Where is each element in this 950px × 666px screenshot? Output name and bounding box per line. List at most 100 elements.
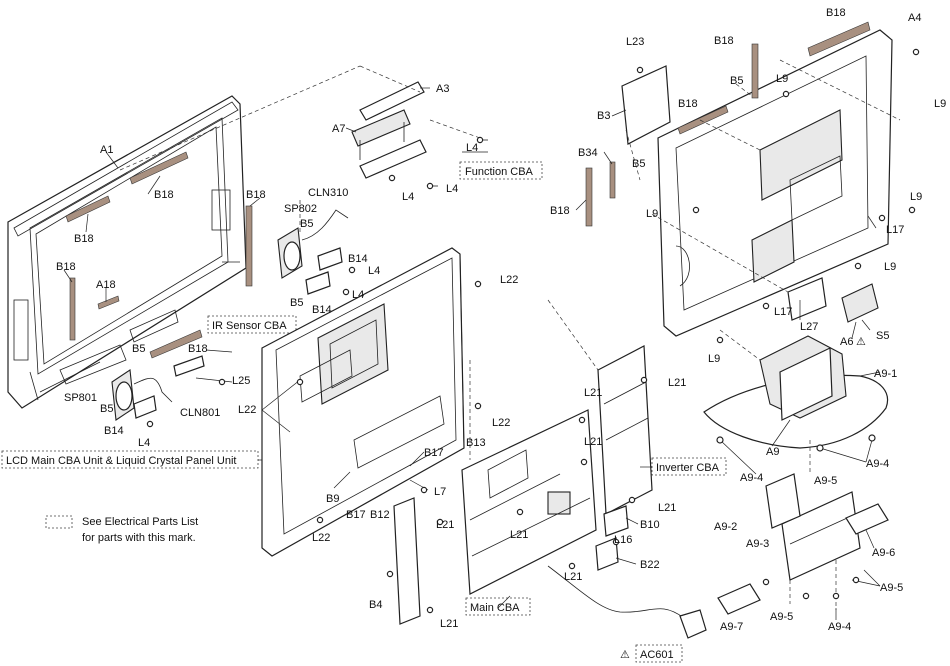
label-ac601: AC601 [640,649,674,661]
bracket-b3 [621,65,671,145]
label-l21: L21 [658,502,676,514]
label-b18: B18 [678,98,698,110]
label-b5: B5 [632,158,645,170]
screw-l21 [436,518,444,526]
cable-cln801 [133,377,173,403]
panel-a6 [841,283,879,323]
label-l17: L17 [774,306,792,318]
label-b18: B18 [56,261,76,273]
label-b13: B13 [466,437,486,449]
screw-l16 [612,538,620,546]
assembly-labels: Function CBA IR Sensor CBA LCD Main CBA … [6,166,720,661]
label-l25: L25 [232,375,250,387]
foot-a9-4 [816,444,824,452]
label-a9-1: A9-1 [874,368,897,380]
label-l21: L21 [510,529,528,541]
function-cba-mark [459,161,543,180]
screw-l17 [878,214,886,222]
label-l21: L21 [564,571,582,583]
tape-b18 [129,151,189,185]
label-l21: L21 [584,387,602,399]
tape-a18 [97,295,120,310]
label-l27: L27 [800,321,818,333]
main-cba-board [461,409,597,595]
inverter-cba-mark [651,457,727,476]
screw-l4 [348,266,356,274]
label-l4: L4 [446,183,458,195]
label-a9-6: A9-6 [872,547,895,559]
label-l9: L9 [910,191,922,203]
label-b18: B18 [188,343,208,355]
label-main-cba: Main CBA [470,602,520,614]
screw-l22 [474,402,482,410]
label-l4: L4 [138,437,150,449]
label-ir-sensor-cba: IR Sensor CBA [212,320,287,332]
label-b18: B18 [826,7,846,19]
label-l7: L7 [434,486,446,498]
screw-l22 [316,516,324,524]
label-b12: B12 [370,509,390,521]
label-l4: L4 [352,289,364,301]
label-b9: B9 [326,493,339,505]
screw-l9 [912,48,920,56]
screw-l9 [782,90,790,98]
label-a6: A6 [840,336,853,348]
label-b5: B5 [730,75,743,87]
foot-a9-4 [868,434,876,442]
foot-a9-4 [716,436,724,444]
label-l21: L21 [440,618,458,630]
label-l4: L4 [402,191,414,203]
legend-note: See Electrical Parts List for parts with… [82,514,198,546]
main-cba-mark [465,597,531,616]
screw-l21 [578,416,586,424]
part-labels: A1 A3 A4 A7 A6 ⚠ A18 A9 A9-1 A9-2 A9-3 A… [56,7,946,633]
tape-b18 [149,329,203,359]
bracket-a9-7 [717,583,761,615]
screw-a9-5 [762,578,770,586]
label-b17: B17 [424,447,444,459]
ac601-mark [635,644,683,663]
label-b18: B18 [714,35,734,47]
label-b5: B5 [100,403,113,415]
label-b14: B14 [104,425,124,437]
bracket-b10 [603,505,629,537]
label-function-cba: Function CBA [465,166,534,178]
bracket-a9-2 [765,473,801,529]
screw-l4 [342,288,350,296]
bracket-b22 [595,537,619,571]
label-l4: L4 [466,142,478,154]
label-l21: L21 [584,436,602,448]
label-l9: L9 [646,208,658,220]
label-b17: B17 [346,509,366,521]
tape-b18 [69,277,76,341]
ir-sensor-board [173,355,205,377]
screw-l4 [146,420,154,428]
label-sp802: SP802 [284,203,317,215]
rear-cabinet-a4 [657,29,893,337]
label-a9-7: A9-7 [720,621,743,633]
tape-b18 [677,105,729,135]
bracket-b14 [317,247,343,271]
label-a3: A3 [436,83,449,95]
label-b18: B18 [74,233,94,245]
screw-l9 [854,262,862,270]
label-inverter-cba: Inverter CBA [656,462,720,474]
speaker-sp801 [111,369,135,421]
alignment-lines [119,59,901,610]
label-l9: L9 [708,353,720,365]
tape-b18 [65,195,111,223]
screw-l9 [716,336,724,344]
label-a9-3: A9-3 [746,538,769,550]
screw-l17 [762,302,770,310]
bracket-a9-6 [845,503,889,535]
label-a7: A7 [332,123,345,135]
screw-l23 [636,66,644,74]
screws [146,48,920,614]
stand-bracket-a9-3 [781,491,861,581]
front-bezel-a1 [7,95,247,409]
label-cln801: CLN801 [180,407,220,419]
screw-l9 [692,206,700,214]
label-b14: B14 [348,253,368,265]
screw-l9 [386,570,394,578]
screw-l4 [426,182,438,190]
